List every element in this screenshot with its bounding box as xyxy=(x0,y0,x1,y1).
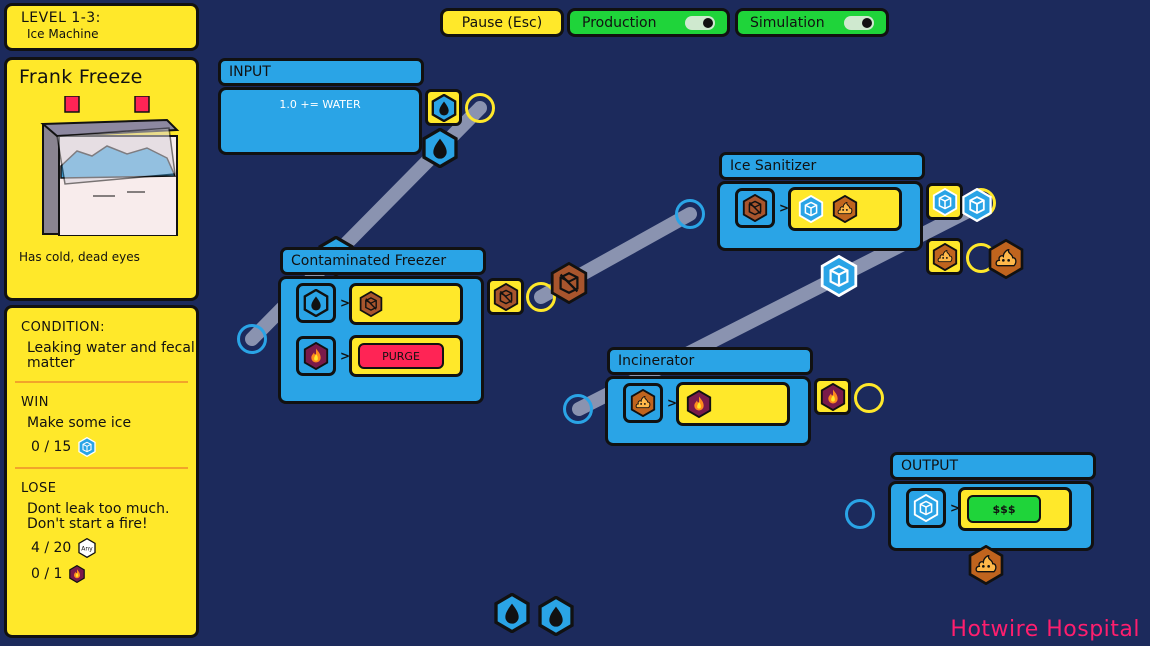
fire-icon xyxy=(685,390,713,418)
svg-text:Any: Any xyxy=(82,546,94,553)
poop-icon xyxy=(831,195,859,223)
output-input-port[interactable] xyxy=(845,499,875,529)
patient-card: Frank Freeze Has cold, dead eyes xyxy=(4,57,199,301)
water-drop-icon xyxy=(536,596,576,636)
simulation-toggle[interactable] xyxy=(844,15,874,30)
dirty-ice-icon xyxy=(548,262,590,304)
conditions-card: CONDITION: Leaking water and fecal matte… xyxy=(4,305,199,638)
condition-label: CONDITION: xyxy=(21,320,105,335)
incinerator-input-port[interactable] xyxy=(563,394,593,424)
sanitizer-input-port[interactable] xyxy=(675,199,705,229)
freezer-output-slot-1[interactable] xyxy=(349,283,463,325)
divider xyxy=(15,467,188,469)
sanitizer-input-slot[interactable] xyxy=(735,188,775,228)
lose-progress-leak: 4 / 20 Any xyxy=(31,538,196,558)
production-toggle[interactable] xyxy=(685,15,715,30)
freezer-output-slot[interactable] xyxy=(487,278,524,315)
ice-machine-portrait xyxy=(40,96,180,236)
win-text: Make some ice xyxy=(27,415,132,431)
any-icon: Any xyxy=(77,538,97,558)
poop-icon xyxy=(966,545,1006,585)
ice-cube-icon xyxy=(77,437,97,457)
output-node-title[interactable]: OUTPUT xyxy=(890,452,1096,480)
ice-cube-icon xyxy=(912,494,940,522)
water-drop-icon xyxy=(430,94,458,122)
sanitizer-ice-out-slot[interactable] xyxy=(926,183,963,220)
incinerator-output-slot[interactable] xyxy=(676,382,790,426)
dirty-ice-icon xyxy=(358,291,384,317)
ice-cube-icon xyxy=(960,188,994,222)
poop-icon xyxy=(986,239,1026,279)
input-output-slot[interactable] xyxy=(425,89,462,126)
brand-logo: Hotwire Hospital xyxy=(950,617,1140,642)
condition-text: Leaking water and fecal matter xyxy=(27,340,195,371)
sanitizer-node-title[interactable]: Ice Sanitizer xyxy=(719,152,925,180)
simulation-label: Simulation xyxy=(750,14,825,31)
freezer-input-slot-fire[interactable] xyxy=(296,336,336,376)
lose-count-leak: 4 / 20 xyxy=(31,540,72,556)
freezer-output-slot-2[interactable]: PURGE xyxy=(349,335,463,377)
win-label: WIN xyxy=(21,395,49,410)
sanitizer-poop-out-slot[interactable] xyxy=(926,238,963,275)
input-node-title[interactable]: INPUT xyxy=(218,58,424,86)
arrow-icon: > xyxy=(779,201,790,215)
level-title: LEVEL 1-3: xyxy=(21,10,101,26)
incinerator-output-port[interactable] xyxy=(854,383,884,413)
ice-cube-icon xyxy=(818,255,860,297)
incinerator-node-title[interactable]: Incinerator xyxy=(607,347,813,375)
money-badge: $$$ xyxy=(967,495,1041,523)
production-toggle-button[interactable]: Production xyxy=(567,8,730,37)
arrow-icon: > xyxy=(340,349,351,363)
poop-icon xyxy=(629,389,657,417)
freezer-input-slot-water[interactable] xyxy=(296,283,336,323)
patient-name: Frank Freeze xyxy=(19,66,143,88)
pause-label: Pause (Esc) xyxy=(461,14,543,31)
input-node-body[interactable]: 1.0 += WATER xyxy=(218,87,422,155)
arrow-icon: > xyxy=(950,501,961,515)
level-card: LEVEL 1-3: Ice Machine xyxy=(4,3,199,51)
fire-icon xyxy=(819,383,847,411)
production-label: Production xyxy=(582,14,657,31)
water-drop-icon xyxy=(492,593,532,633)
fire-icon xyxy=(302,342,330,370)
dirty-ice-icon xyxy=(492,283,520,311)
lose-count-fire: 0 / 1 xyxy=(31,566,63,582)
purge-button[interactable]: PURGE xyxy=(358,343,444,369)
lose-label: LOSE xyxy=(21,481,57,496)
divider xyxy=(15,381,188,383)
fire-icon xyxy=(68,565,86,583)
lose-text: Dont leak too much. Don't start a fire! xyxy=(27,501,170,532)
arrow-icon: > xyxy=(340,296,351,310)
simulation-toggle-button[interactable]: Simulation xyxy=(735,8,889,37)
dirty-ice-icon xyxy=(741,194,769,222)
win-count: 0 / 15 xyxy=(31,439,72,455)
sanitizer-output-slot[interactable] xyxy=(788,187,902,231)
output-input-slot[interactable] xyxy=(906,488,946,528)
ice-cube-icon xyxy=(931,188,959,216)
input-output-port[interactable] xyxy=(465,93,495,123)
poop-icon xyxy=(931,243,959,271)
win-progress: 0 / 15 xyxy=(31,437,196,457)
freezer-input-port[interactable] xyxy=(237,324,267,354)
pause-button[interactable]: Pause (Esc) xyxy=(440,8,564,37)
incinerator-out-slot[interactable] xyxy=(814,378,851,415)
arrow-icon: > xyxy=(667,396,678,410)
input-rate-text: 1.0 += WATER xyxy=(279,98,361,111)
level-subtitle: Ice Machine xyxy=(27,27,99,41)
incinerator-input-slot[interactable] xyxy=(623,383,663,423)
lose-progress-fire: 0 / 1 xyxy=(31,564,196,584)
ice-cube-icon xyxy=(797,195,825,223)
freezer-node-title[interactable]: Contaminated Freezer xyxy=(280,247,486,275)
patient-description: Has cold, dead eyes xyxy=(19,250,140,264)
freezer-output-port[interactable] xyxy=(526,282,556,312)
output-result-slot[interactable]: $$$ xyxy=(958,487,1072,531)
water-drop-icon xyxy=(420,128,460,168)
water-drop-icon xyxy=(302,289,330,317)
